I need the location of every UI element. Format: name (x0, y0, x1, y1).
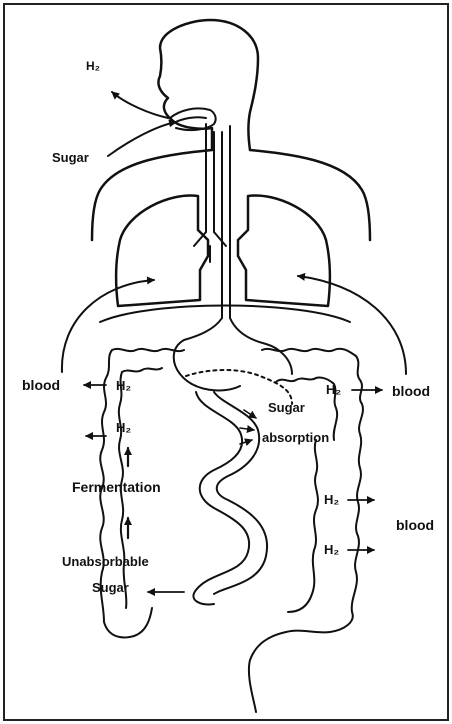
esophagus (222, 126, 230, 318)
lung-right (238, 195, 330, 306)
label-sugar-absorption-2: absorption (262, 430, 329, 445)
small-intestine (193, 392, 267, 604)
lung-left (116, 195, 208, 306)
arrow-blood-to-right-lung (298, 276, 406, 374)
label-h2-left-1: H₂ (116, 378, 131, 393)
diagram-frame (4, 4, 448, 720)
label-h2-right-1: H₂ (326, 382, 341, 397)
mouth-cavity (170, 108, 216, 130)
head-outline (158, 20, 258, 150)
label-sugar-intake: Sugar (52, 150, 89, 165)
label-blood-left: blood (22, 377, 60, 393)
diaphragm (100, 306, 350, 323)
label-unabsorbable: Unabsorbable (62, 554, 149, 569)
label-blood-right-top: blood (392, 383, 430, 399)
stomach (174, 318, 292, 390)
label-h2-left-2: H₂ (116, 420, 131, 435)
label-sugar-absorption-1: Sugar (268, 400, 305, 415)
label-h2-right-3: H₂ (324, 542, 339, 557)
arrow-sugar-intake (108, 122, 176, 156)
label-fermentation: Fermentation (72, 479, 161, 495)
label-h2-right-2: H₂ (324, 492, 339, 507)
shoulder-right (250, 150, 370, 240)
arrow-sugar-absorption-2 (240, 428, 254, 430)
label-sugar-bottom: Sugar (92, 580, 129, 595)
label-blood-right-bottom: blood (396, 517, 434, 533)
colon-outer (100, 349, 363, 712)
arrow-blood-to-left-lung (62, 280, 154, 372)
arrow-h2-exhaled (112, 92, 168, 118)
label-h2-exhaled: H₂ (86, 59, 100, 73)
